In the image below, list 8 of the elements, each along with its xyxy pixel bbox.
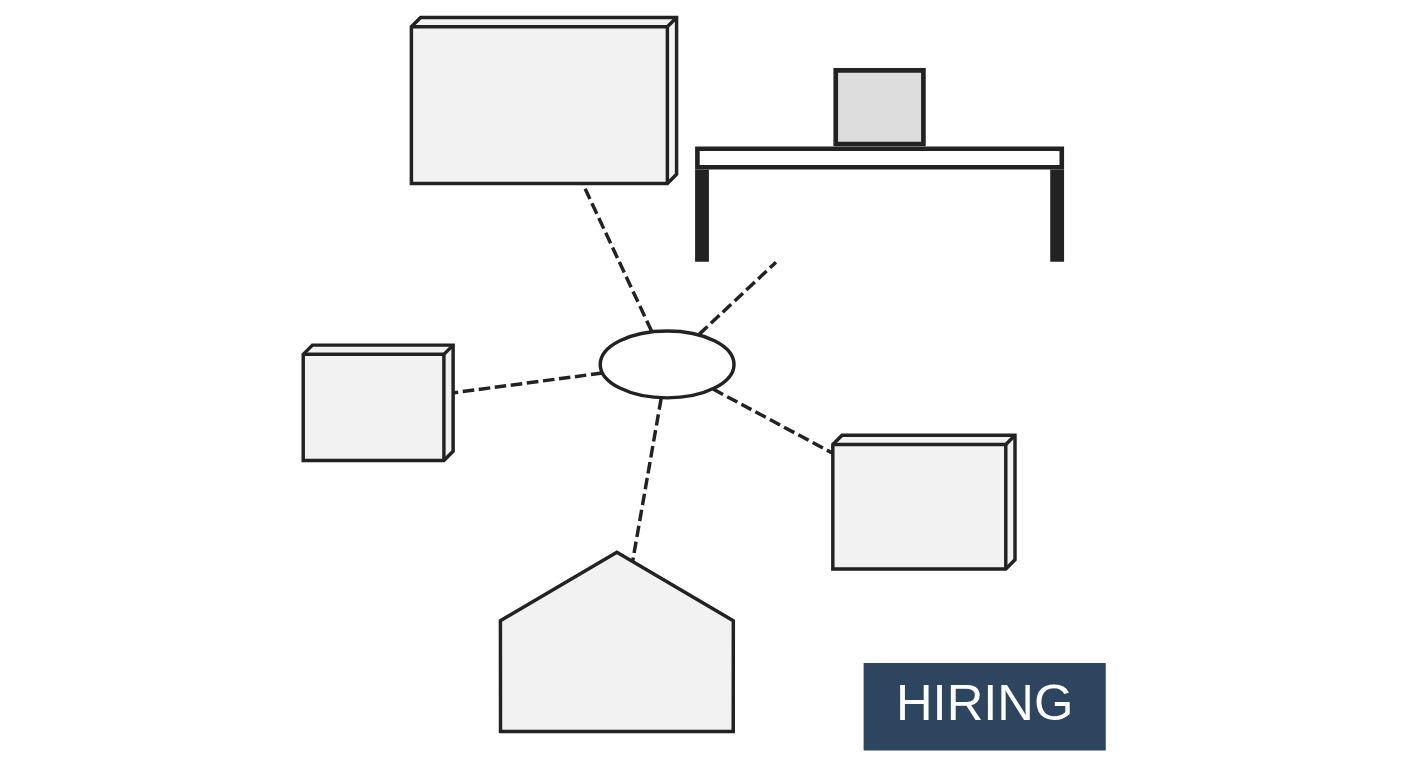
connector bbox=[630, 398, 663, 562]
connector bbox=[711, 387, 833, 455]
node-picture bbox=[498, 550, 735, 734]
node-circle bbox=[598, 329, 736, 400]
label: HIRING bbox=[895, 673, 1073, 731]
connector bbox=[581, 183, 653, 332]
connector bbox=[453, 371, 602, 395]
connector bbox=[697, 260, 777, 336]
